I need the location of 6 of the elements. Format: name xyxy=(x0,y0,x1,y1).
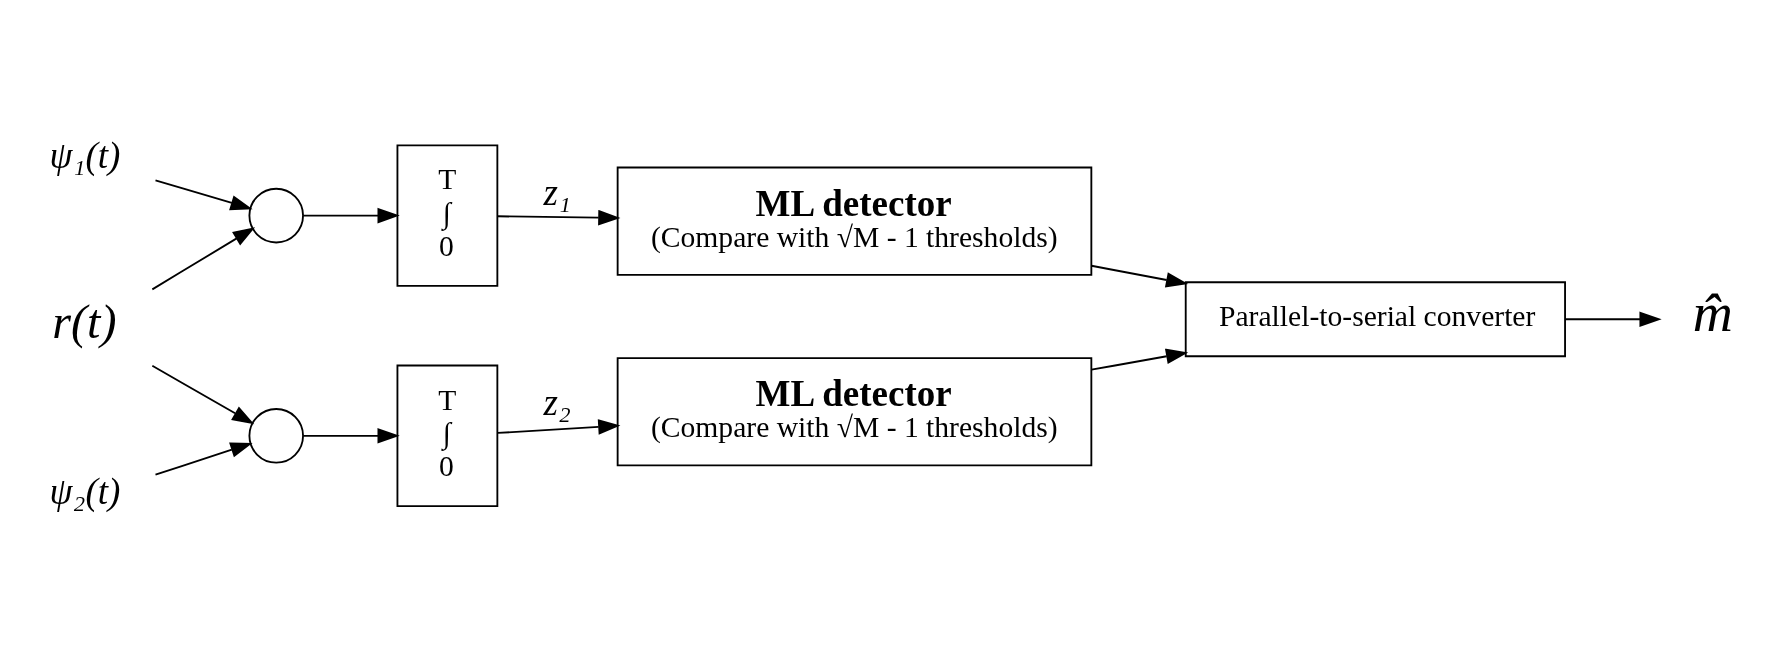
edge-label: z₂ xyxy=(543,381,571,423)
edge-label: z₁ xyxy=(543,171,571,213)
node-text: r(t) xyxy=(52,294,117,348)
node-text: ψ₁(t) xyxy=(49,134,121,176)
node-text: m̂ xyxy=(1692,281,1733,343)
node-text: ψ₂(t) xyxy=(49,470,121,512)
